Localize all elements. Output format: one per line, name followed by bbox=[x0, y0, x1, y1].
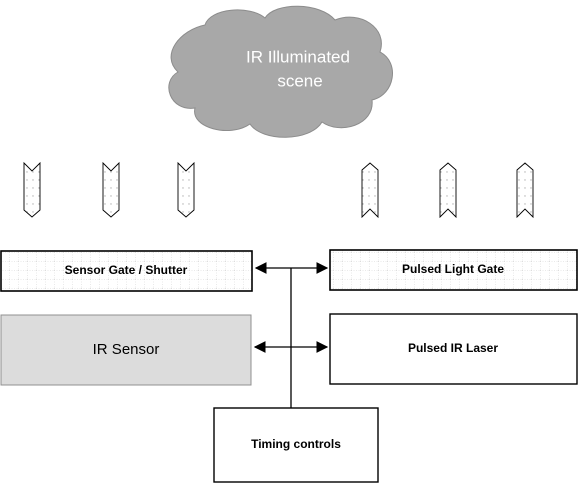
up-arrow-3 bbox=[516, 162, 534, 219]
down-arrow-3 bbox=[177, 161, 195, 218]
up-arrow-1 bbox=[361, 162, 379, 219]
timing-connectors bbox=[253, 262, 329, 408]
cloud-label-line1: IR Illuminated bbox=[246, 47, 350, 66]
pulsed-light-gate-box: Pulsed Light Gate bbox=[329, 249, 578, 291]
pulsed-ir-laser-label: Pulsed IR Laser bbox=[408, 341, 498, 355]
cloud-label-line2: scene bbox=[277, 71, 322, 90]
pulsed-light-gate-label: Pulsed Light Gate bbox=[402, 262, 504, 276]
cloud-shape bbox=[168, 5, 393, 138]
down-arrow-1 bbox=[23, 161, 41, 218]
ir-sensor-label: IR Sensor bbox=[93, 341, 160, 358]
down-arrow-2 bbox=[102, 161, 120, 218]
ir-scene-cloud: IR Illuminated scene bbox=[168, 5, 393, 138]
sensor-gate-box: Sensor Gate / Shutter bbox=[0, 250, 253, 292]
incoming-light-arrows bbox=[23, 161, 195, 218]
pulsed-ir-laser-box: Pulsed IR Laser bbox=[329, 313, 578, 385]
timing-controls-box: Timing controls bbox=[213, 407, 379, 483]
ir-sensor-box: IR Sensor bbox=[0, 314, 252, 386]
sensor-gate-label: Sensor Gate / Shutter bbox=[65, 263, 188, 277]
up-arrow-2 bbox=[439, 162, 457, 219]
outgoing-light-arrows bbox=[361, 162, 534, 219]
timing-controls-label: Timing controls bbox=[251, 437, 341, 451]
